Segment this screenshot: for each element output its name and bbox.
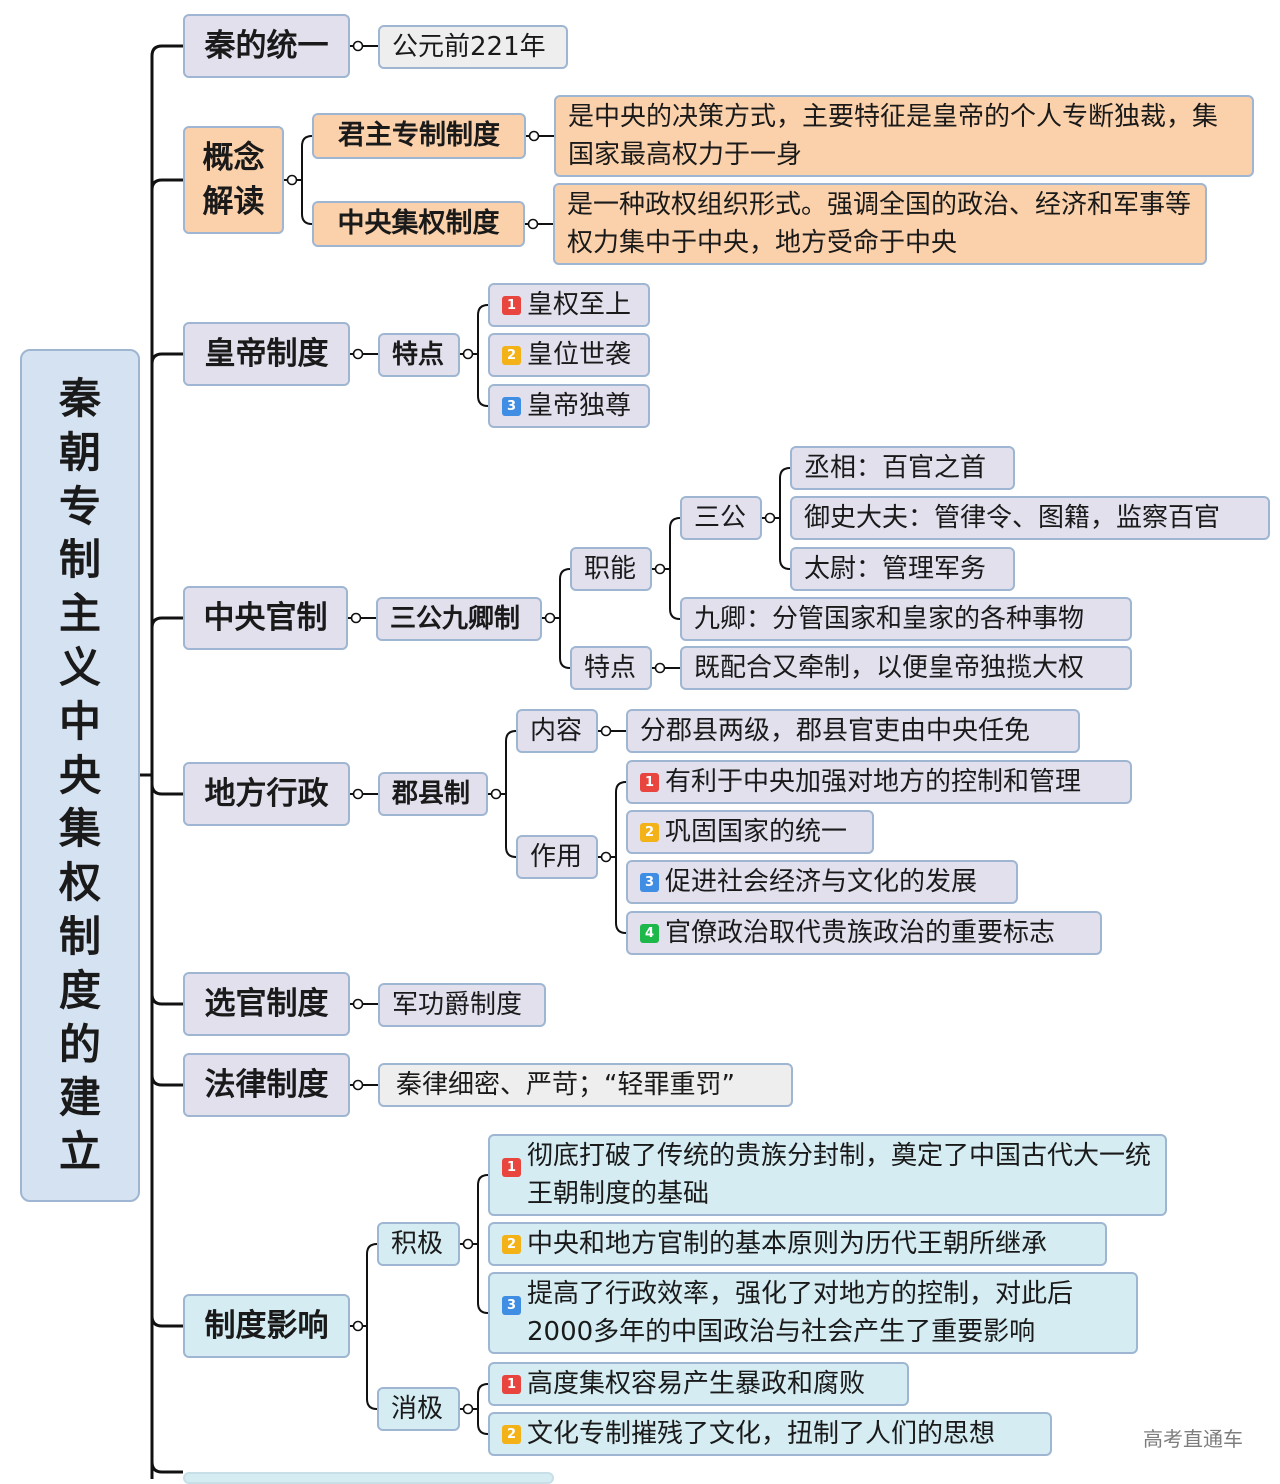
sangong-item[interactable]: 太尉：管理军务 [790,547,1015,591]
emperor-feature-text: 皇权至上 [527,290,632,320]
number-two-icon: 2 [502,1234,521,1254]
root-topic[interactable]: 秦 朝 专 制 主 义 中 央 集 权 制 度 的 建 立 [20,349,140,1202]
root-char: 央 [58,750,101,800]
emperor-feature-label[interactable]: 特点 [378,333,460,377]
local-content[interactable]: 分郡县两级，郡县官吏由中央任免 [626,709,1080,753]
topic-emperor[interactable]: 皇帝制度 [183,322,350,386]
number-one-icon: 1 [502,295,521,315]
next-topic-partial [183,1472,554,1484]
central-function-label[interactable]: 职能 [570,547,652,591]
topic-unification[interactable]: 秦的统一 [183,14,350,78]
root-char: 秦 [58,374,101,424]
number-three-icon: 3 [502,1296,521,1315]
topic-central-officials[interactable]: 中央官制 [183,586,348,650]
root-char: 制 [58,911,101,961]
root-char: 度 [58,965,101,1015]
topic-concepts[interactable]: 概念解读 [183,126,284,234]
root-char: 集 [58,804,101,854]
local-effect-item[interactable]: 1 有利于中央加强对地方的控制和管理 [626,760,1132,804]
concept-centralization[interactable]: 中央集权制度 [312,201,525,247]
concept-centralization-desc[interactable]: 是一种政权组织形式。强调全国的政治、经济和军事等权力集中于中央，地方受命于中央 [553,183,1207,265]
number-two-icon: 2 [502,1424,521,1444]
topic-law[interactable]: 法律制度 [183,1053,350,1117]
central-feature[interactable]: 既配合又牵制，以便皇帝独揽大权 [680,646,1132,690]
influence-negative-label[interactable]: 消极 [377,1387,460,1431]
local-content-label[interactable]: 内容 [516,709,598,753]
emperor-feature-item[interactable]: 3 皇帝独尊 [488,384,650,428]
root-char: 主 [58,589,101,639]
local-effect-label[interactable]: 作用 [516,835,598,879]
local-effect-item[interactable]: 2 巩固国家的统一 [626,810,874,854]
number-three-icon: 3 [640,872,659,892]
central-feature-label[interactable]: 特点 [570,646,652,690]
unification-date[interactable]: 公元前221年 [378,25,568,69]
local-effect-text: 官僚政治取代贵族政治的重要标志 [665,918,1056,948]
number-two-icon: 2 [640,822,659,842]
number-one-icon: 1 [640,772,659,792]
local-effect-text: 巩固国家的统一 [665,817,848,847]
influence-positive-item[interactable]: 2 中央和地方官制的基本原则为历代王朝所继承 [488,1222,1107,1266]
influence-positive-text: 中央和地方官制的基本原则为历代王朝所继承 [527,1229,1048,1259]
local-effect-text: 促进社会经济与文化的发展 [665,867,978,897]
root-char: 朝 [58,427,101,477]
emperor-feature-text: 皇位世袭 [527,340,632,370]
watermark: 高考直通车 [1143,1427,1243,1451]
number-three-icon: 3 [502,396,521,416]
influence-negative-item[interactable]: 2 文化专制摧残了文化，扭制了人们的思想 [488,1412,1052,1456]
selection-value[interactable]: 军功爵制度 [378,983,546,1027]
influence-negative-item[interactable]: 1 高度集权容易产生暴政和腐败 [488,1362,909,1406]
topic-selection[interactable]: 选官制度 [183,972,350,1036]
topic-influence[interactable]: 制度影响 [183,1294,350,1358]
influence-positive-item[interactable]: 1 彻底打破了传统的贵族分封制，奠定了中国古代大一统王朝制度的基础 [488,1134,1167,1216]
number-one-icon: 1 [502,1374,521,1394]
local-system[interactable]: 郡县制 [378,772,488,816]
root-char: 专 [58,481,101,531]
local-effect-text: 有利于中央加强对地方的控制和管理 [665,767,1082,797]
central-system[interactable]: 三公九卿制 [376,597,542,641]
influence-positive-text: 提高了行政效率，强化了对地方的控制，对此后2000多年的中国政治与社会产生了重要… [527,1279,1074,1347]
number-one-icon: 1 [502,1158,521,1177]
root-char: 中 [58,696,101,746]
concept-monarchy[interactable]: 君主专制制度 [312,113,526,159]
influence-negative-text: 文化专制摧残了文化，扭制了人们的思想 [527,1419,996,1449]
jiuqing-item[interactable]: 九卿：分管国家和皇家的各种事物 [680,597,1132,641]
root-char: 建 [58,1073,101,1123]
emperor-feature-text: 皇帝独尊 [527,391,632,421]
influence-positive-item[interactable]: 3 提高了行政效率，强化了对地方的控制，对此后2000多年的中国政治与社会产生了重… [488,1272,1138,1354]
concept-monarchy-desc[interactable]: 是中央的决策方式，主要特征是皇帝的个人专断独裁，集国家最高权力于一身 [554,95,1254,177]
influence-negative-text: 高度集权容易产生暴政和腐败 [527,1369,866,1399]
local-effect-item[interactable]: 3 促进社会经济与文化的发展 [626,860,1018,904]
influence-positive-text: 彻底打破了传统的贵族分封制，奠定了中国古代大一统王朝制度的基础 [527,1141,1152,1209]
topic-local-admin[interactable]: 地方行政 [183,762,350,826]
root-char: 权 [58,858,101,908]
influence-positive-label[interactable]: 积极 [377,1222,460,1266]
emperor-feature-item[interactable]: 1 皇权至上 [488,283,650,327]
root-char: 义 [58,643,101,692]
sangong-item[interactable]: 丞相：百官之首 [790,446,1015,490]
root-char: 立 [58,1127,101,1177]
sangong-item[interactable]: 御史大夫：管律令、图籍，监察百官 [790,496,1270,540]
number-two-icon: 2 [502,345,521,365]
sangong-label[interactable]: 三公 [680,496,762,540]
root-char: 的 [58,1019,101,1069]
emperor-feature-item[interactable]: 2 皇位世袭 [488,333,650,377]
law-value[interactable]: 秦律细密、严苛；“轻罪重罚” [378,1063,793,1107]
number-four-icon: 4 [640,923,659,943]
root-char: 制 [58,535,101,585]
local-effect-item[interactable]: 4 官僚政治取代贵族政治的重要标志 [626,911,1102,955]
